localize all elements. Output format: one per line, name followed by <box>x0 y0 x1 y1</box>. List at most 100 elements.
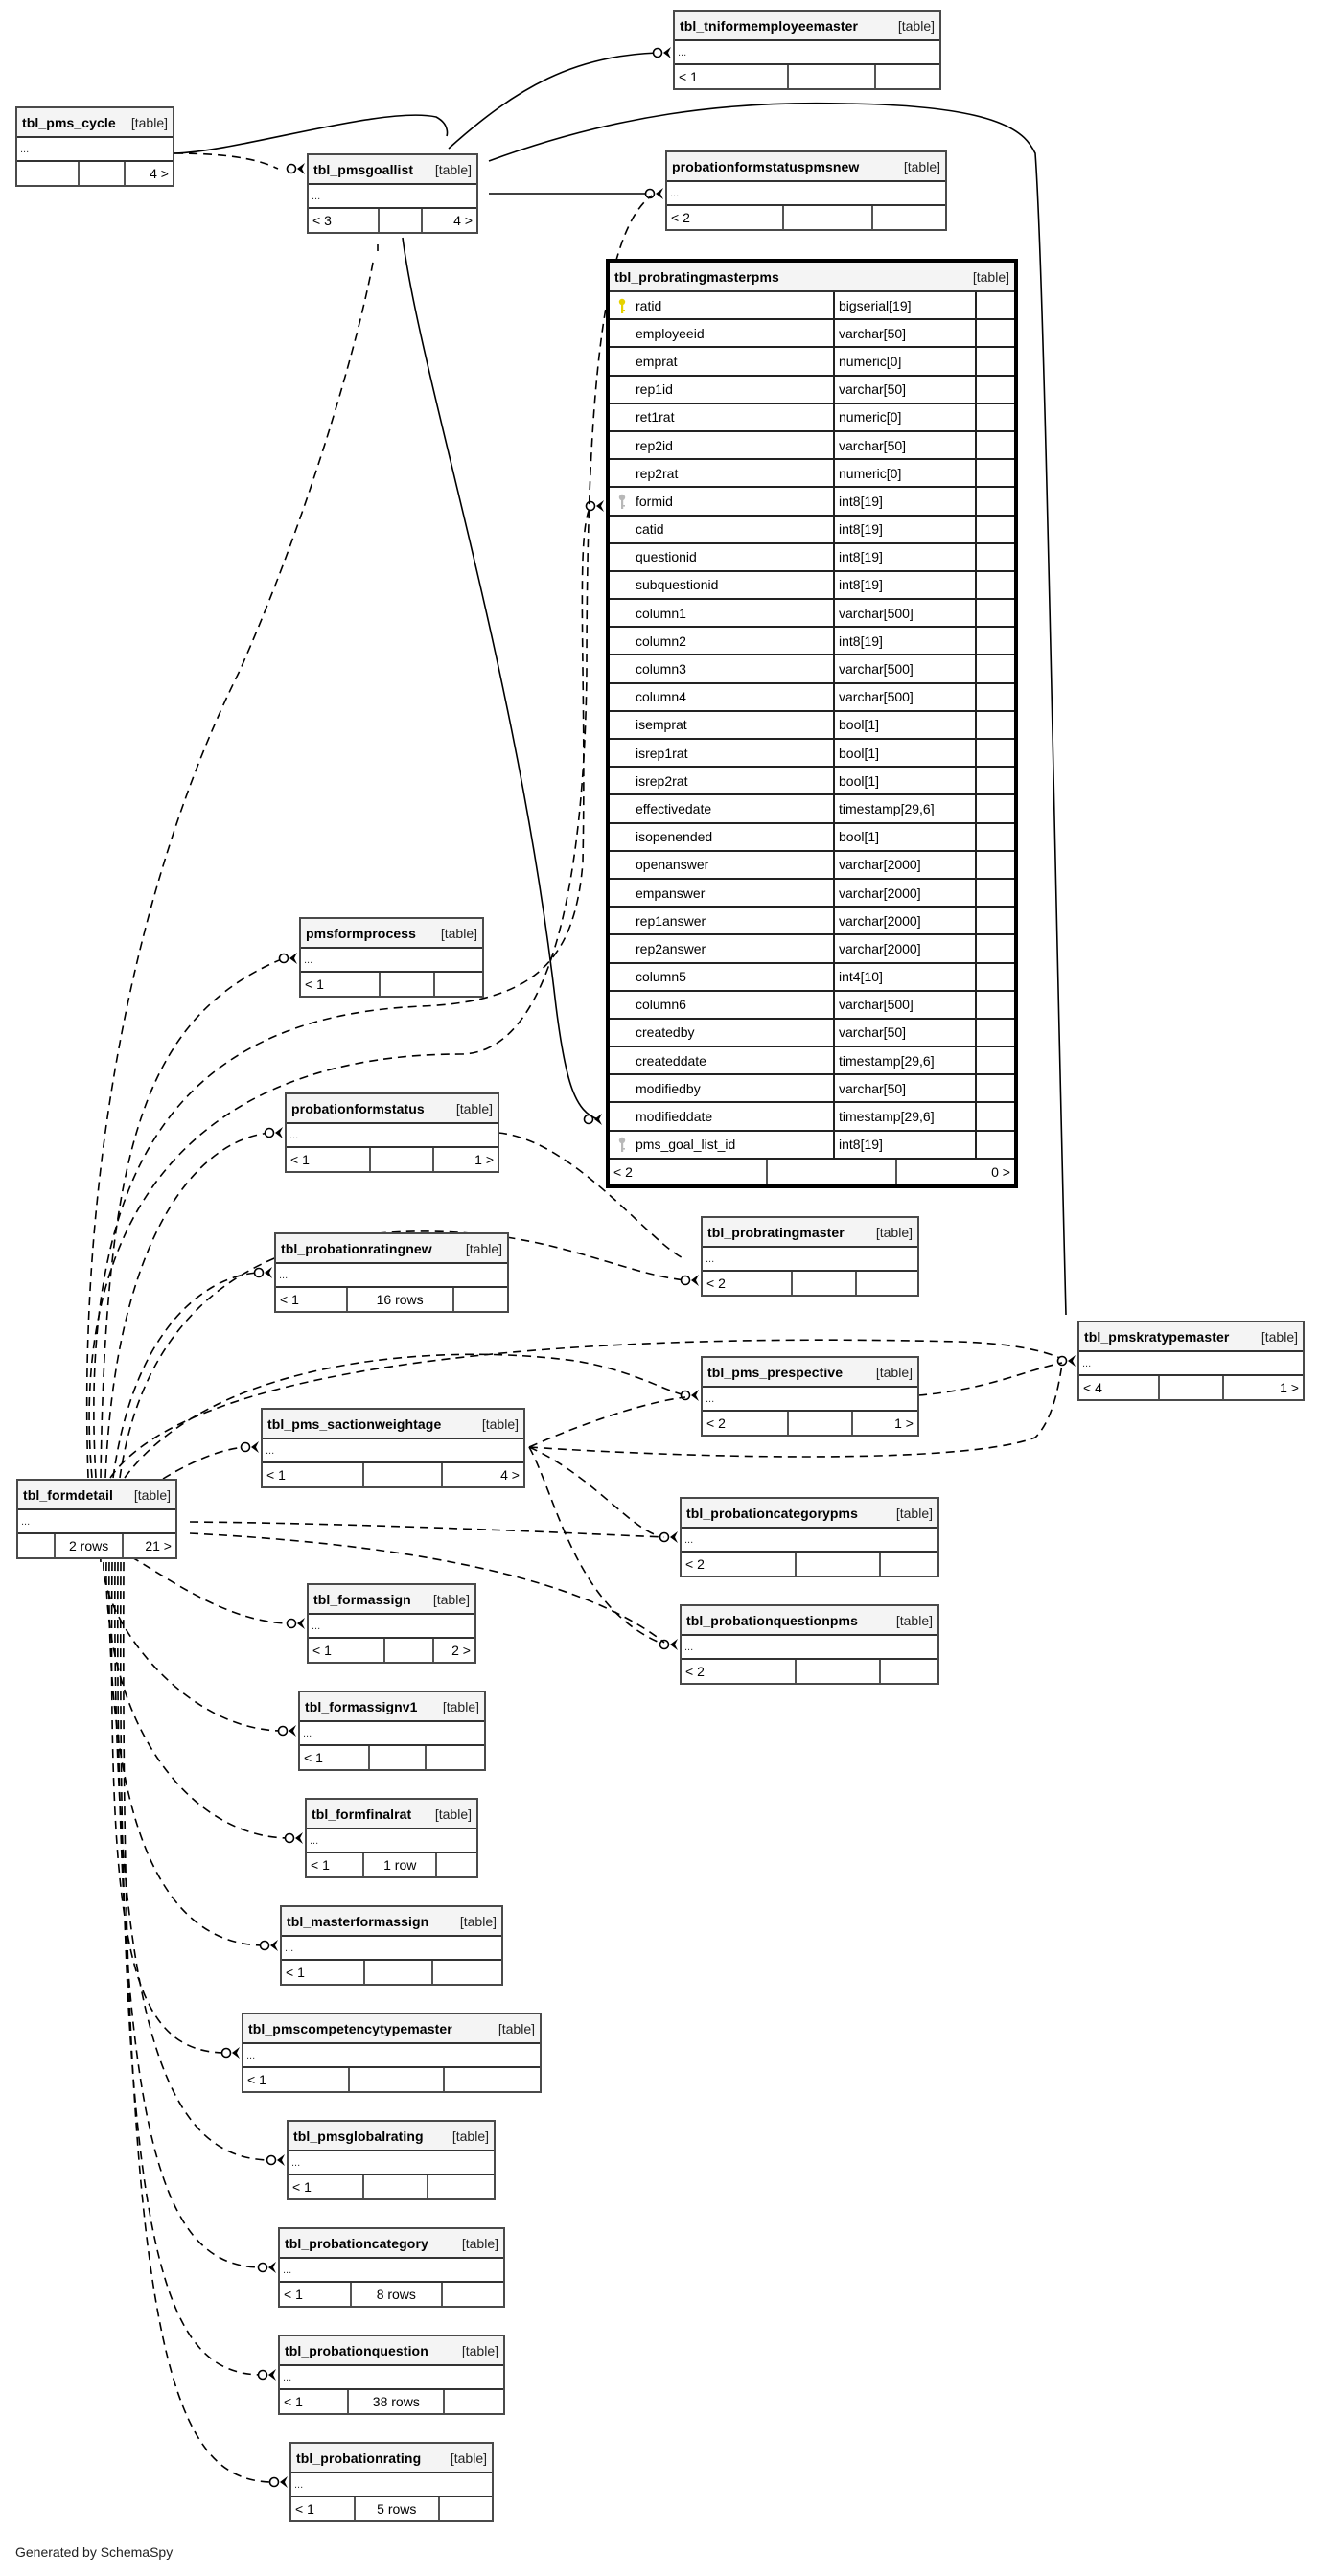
child-count-link[interactable]: 1 > <box>894 1415 914 1431</box>
parent-count-link[interactable]: < 2 <box>682 1552 798 1576</box>
table-probationquestionpms[interactable]: tbl_probationquestionpms[table]...< 2 <box>680 1604 939 1685</box>
table-name[interactable]: tbl_probationrating <box>296 2450 422 2466</box>
table-pmsformprocess[interactable]: pmsformprocess[table]...< 1 <box>299 917 484 998</box>
parent-count-link[interactable]: < 1 <box>289 2175 365 2198</box>
parent-count-link[interactable]: < 1 <box>309 1639 385 1662</box>
child-count-link[interactable] <box>454 1288 507 1311</box>
child-count-link[interactable] <box>881 1552 937 1576</box>
child-count-link[interactable] <box>427 1746 484 1769</box>
table-name[interactable]: tbl_formassign <box>313 1591 411 1607</box>
table-name[interactable]: tbl_pms_prespective <box>707 1364 844 1380</box>
columns-collapsed[interactable]: ... <box>243 2044 540 2068</box>
columns-collapsed[interactable]: ... <box>301 949 482 973</box>
parent-count-link[interactable]: < 2 <box>682 1660 798 1683</box>
columns-collapsed[interactable]: ... <box>276 1264 507 1288</box>
columns-collapsed[interactable]: ... <box>1079 1352 1303 1376</box>
columns-collapsed[interactable]: ... <box>307 1829 476 1853</box>
child-count-link[interactable] <box>873 206 945 229</box>
columns-collapsed[interactable]: ... <box>291 2473 492 2497</box>
parent-count-link[interactable]: < 1 <box>282 1961 366 1984</box>
parent-count-link[interactable] <box>18 1534 57 1557</box>
child-count-link[interactable] <box>857 1272 917 1295</box>
columns-collapsed[interactable]: ... <box>280 2366 503 2390</box>
table-pmsglobalrating[interactable]: tbl_pmsglobalrating[table]...< 1 <box>287 2120 496 2200</box>
parent-count-link[interactable]: < 3 <box>309 209 380 232</box>
child-count-link[interactable] <box>876 65 939 88</box>
child-count-link[interactable]: 21 > <box>145 1538 172 1553</box>
child-count-link[interactable] <box>445 2068 540 2091</box>
columns-collapsed[interactable]: ... <box>667 182 945 206</box>
table-name[interactable]: tbl_probationratingnew <box>281 1240 432 1256</box>
table-name[interactable]: tbl_pms_sactionweightage <box>267 1415 442 1432</box>
table-name[interactable]: tbl_formdetail <box>23 1486 113 1503</box>
table-name[interactable]: tbl_probationcategorypms <box>686 1505 858 1521</box>
table-name[interactable]: probationformstatuspmsnew <box>672 158 860 174</box>
child-count-link[interactable]: 1 > <box>474 1152 494 1167</box>
parent-count-link[interactable]: < 1 <box>263 1463 365 1486</box>
table-name[interactable]: tbl_pms_cycle <box>22 114 116 130</box>
columns-collapsed[interactable]: ... <box>282 1937 501 1961</box>
table-name[interactable]: probationformstatus <box>291 1100 425 1116</box>
table-probratingmaster[interactable]: tbl_probratingmaster[table]...< 2 <box>701 1216 919 1297</box>
child-count-link[interactable] <box>428 2175 494 2198</box>
parent-count-link[interactable]: < 1 <box>276 1288 348 1311</box>
child-count-link[interactable] <box>435 973 482 996</box>
child-count-link[interactable] <box>443 2283 503 2306</box>
columns-collapsed[interactable]: ... <box>300 1722 484 1746</box>
child-count-link[interactable]: 2 > <box>451 1643 471 1658</box>
columns-collapsed[interactable]: ... <box>309 185 476 209</box>
parent-count-link[interactable]: < 1 <box>675 65 789 88</box>
parent-count-link[interactable]: < 1 <box>280 2390 350 2413</box>
parent-count-link[interactable]: < 2 <box>610 1159 768 1184</box>
table-name[interactable]: tbl_probratingmasterpms <box>614 268 779 285</box>
table-tniformemployeemaster[interactable]: tbl_tniformemployeemaster[table]...< 1 <box>673 10 941 90</box>
child-count-link[interactable] <box>445 2390 503 2413</box>
table-name[interactable]: tbl_pmscompetencytypemaster <box>248 2020 452 2036</box>
child-count-link[interactable]: 0 > <box>991 1163 1010 1180</box>
child-count-link[interactable] <box>437 1853 476 1876</box>
columns-collapsed[interactable]: ... <box>280 2259 503 2283</box>
child-count-link[interactable] <box>440 2497 492 2520</box>
columns-collapsed[interactable]: ... <box>309 1615 474 1639</box>
parent-count-link[interactable]: < 2 <box>667 206 784 229</box>
table-name[interactable]: tbl_probationquestion <box>285 2342 428 2358</box>
columns-collapsed[interactable]: ... <box>703 1248 917 1272</box>
parent-count-link[interactable]: < 1 <box>300 1746 370 1769</box>
columns-collapsed[interactable]: ... <box>263 1439 523 1463</box>
table-name[interactable]: tbl_probationcategory <box>285 2235 428 2251</box>
table-name[interactable]: pmsformprocess <box>306 925 416 941</box>
table-probationformstatuspmsnew[interactable]: probationformstatuspmsnew[table]...< 2 <box>665 150 947 231</box>
child-count-link[interactable]: 4 > <box>500 1467 520 1483</box>
columns-collapsed[interactable]: ... <box>17 138 173 162</box>
table-name[interactable]: tbl_formassignv1 <box>305 1698 418 1714</box>
parent-count-link[interactable]: < 2 <box>703 1272 794 1295</box>
parent-count-link[interactable]: < 2 <box>703 1412 789 1435</box>
